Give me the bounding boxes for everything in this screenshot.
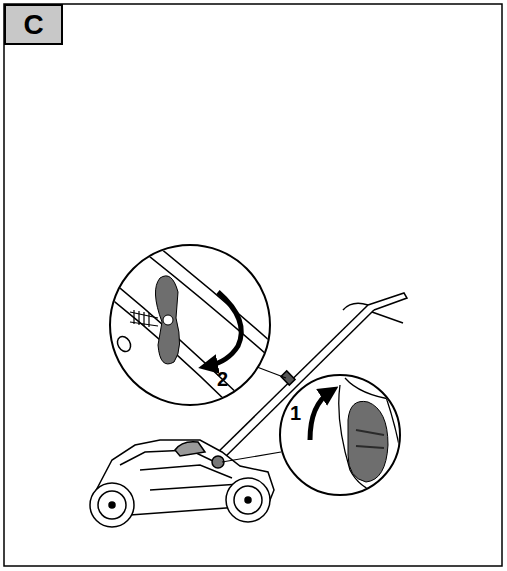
step-letter: C xyxy=(23,11,43,39)
wing-nut-detail xyxy=(100,240,280,410)
mower-deck xyxy=(90,440,274,527)
frame xyxy=(4,4,502,566)
callout-number: 1 xyxy=(290,403,301,423)
knob-detail xyxy=(280,375,402,495)
step-letter-box: C xyxy=(4,4,63,45)
callout-number: 2 xyxy=(217,369,228,389)
